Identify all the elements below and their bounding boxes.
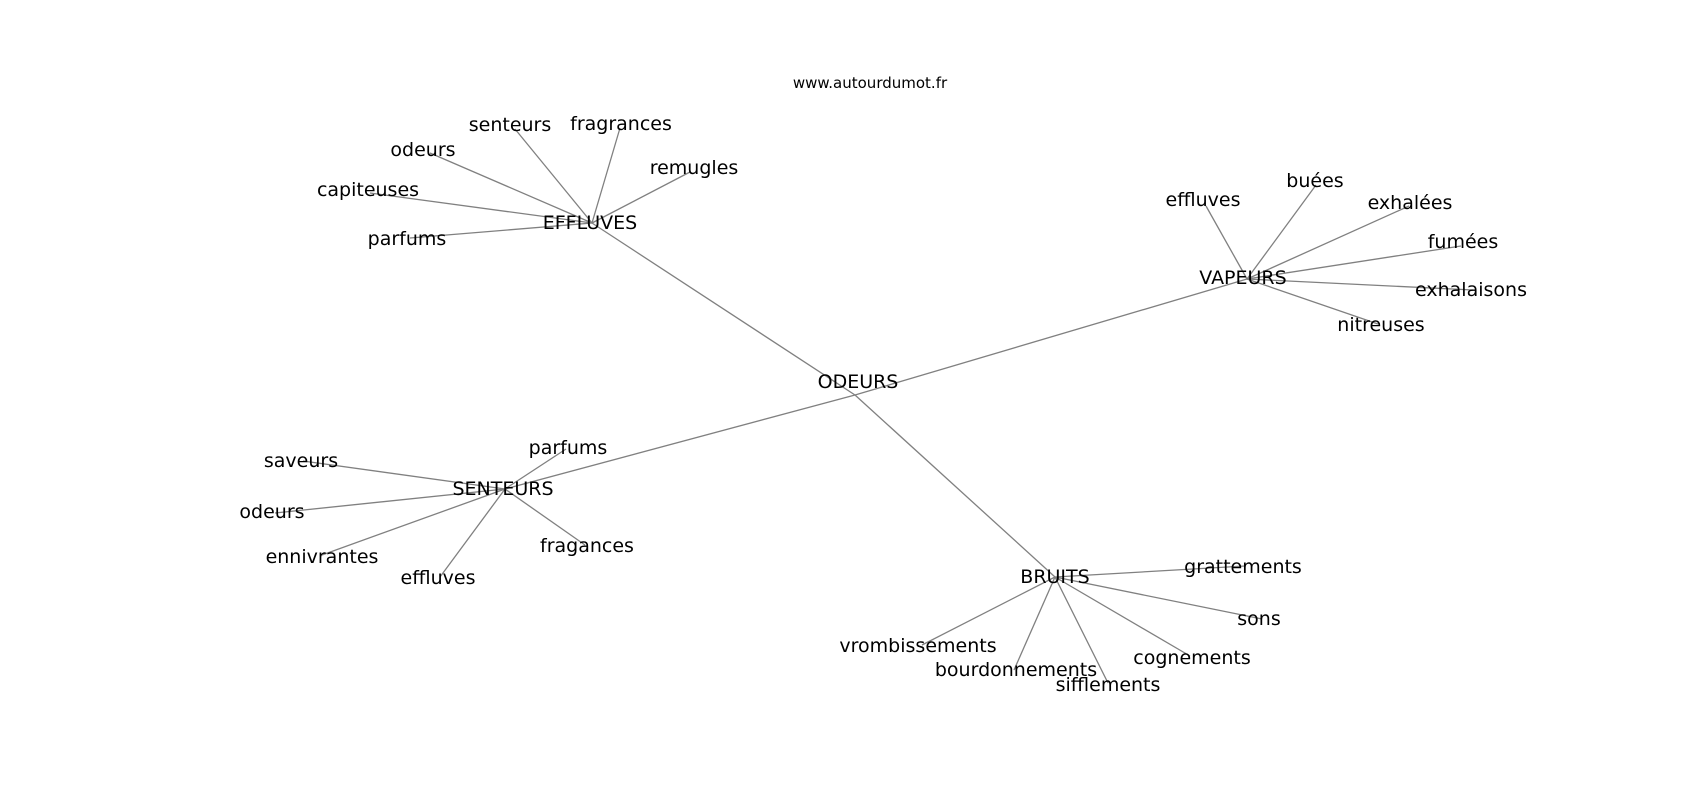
node-label-v-nitreuses: nitreuses [1337, 314, 1424, 336]
node-label-s-fragances: fragances [540, 535, 634, 557]
node-label-s-odeurs: odeurs [239, 501, 304, 523]
edge-vapeurs_hub-v_exhalaisons [1246, 278, 1474, 291]
node-label-e-fragrances: fragrances [570, 113, 672, 135]
edge-vapeurs_hub-v_exhalees [1246, 205, 1410, 280]
edge-effluves_hub-e_odeurs [429, 152, 593, 224]
node-label-s-saveurs: saveurs [264, 450, 338, 472]
node-label-b-sifflements: sifflements [1056, 674, 1161, 696]
edge-senteurs_hub-s_parfums [504, 448, 567, 490]
node-label-b-vrombissements: vrombissements [839, 635, 996, 657]
node-label-e-senteurs: senteurs [469, 114, 552, 136]
edge-effluves_hub-e_parfums [409, 222, 593, 239]
node-label-e-parfums: parfums [368, 228, 447, 250]
edge-vapeurs_hub-v_buees [1246, 184, 1317, 280]
edge-bruits_hub-b_bourdonnements [1013, 576, 1056, 671]
node-label-b-cognements: cognements [1133, 647, 1250, 669]
labels-layer: ODEURS EFFLUVES VAPEURS SENTEURS BRUITS sente… [239, 113, 1527, 696]
node-label-odeurs-center: ODEURS [818, 371, 899, 393]
node-label-e-remugles: remugles [650, 157, 739, 179]
node-label-b-sons: sons [1237, 608, 1280, 630]
edge-effluves_hub-e_senteurs [514, 128, 593, 224]
node-label-s-ennivrantes: ennivrantes [266, 546, 379, 568]
edge-senteurs_hub-s_odeurs [274, 488, 506, 514]
edge-vapeurs_hub-v_nitreuses [1246, 278, 1379, 325]
edge-odeurs_center-effluves_hub [591, 222, 856, 396]
edge-senteurs_hub-s_saveurs [302, 460, 506, 490]
edge-bruits_hub-b_sons [1054, 576, 1263, 620]
edges-layer [274, 127, 1474, 684]
node-label-effluves-hub: EFFLUVES [543, 212, 637, 234]
edge-vapeurs_hub-v_effluves [1205, 205, 1248, 280]
node-label-s-parfums: parfums [529, 437, 608, 459]
node-label-v-buees: buées [1286, 170, 1343, 192]
source-url: www.autourdumot.fr [793, 74, 948, 92]
node-label-b-bourdonnements: bourdonnements [935, 659, 1097, 681]
edge-effluves_hub-e_remugles [591, 171, 691, 224]
edge-effluves_hub-e_fragrances [591, 127, 621, 224]
edge-odeurs_center-bruits_hub [854, 394, 1056, 578]
node-label-s-effluves: effluves [401, 567, 476, 589]
edge-effluves_hub-e_capiteuses [369, 192, 593, 224]
edge-vapeurs_hub-v_fumees [1246, 245, 1462, 280]
edge-senteurs_hub-s_ennivrantes [321, 488, 506, 556]
edge-odeurs_center-vapeurs_hub [854, 278, 1248, 396]
node-label-b-grattements: grattements [1184, 556, 1302, 578]
node-label-e-odeurs: odeurs [390, 139, 455, 161]
edge-bruits_hub-b_cognements [1054, 576, 1191, 657]
node-label-bruits-hub: BRUITS [1020, 566, 1089, 588]
node-label-vapeurs-hub: VAPEURS [1199, 267, 1286, 289]
node-label-e-capiteuses: capiteuses [317, 179, 419, 201]
node-label-v-fumees: fumées [1428, 231, 1499, 253]
edge-bruits_hub-b_vrombissements [921, 576, 1056, 646]
node-label-v-effluves: effluves [1166, 189, 1241, 211]
node-label-senteurs-hub: SENTEURS [452, 478, 553, 500]
edge-bruits_hub-b_grattements [1054, 565, 1246, 578]
node-label-v-exhalees: exhalées [1368, 192, 1453, 214]
edge-senteurs_hub-s_effluves [439, 488, 506, 578]
edge-odeurs_center-senteurs_hub [504, 394, 856, 490]
edge-senteurs_hub-s_fragances [504, 488, 586, 546]
edge-bruits_hub-b_sifflements [1054, 576, 1109, 684]
node-label-v-exhalaisons: exhalaisons [1415, 279, 1527, 301]
